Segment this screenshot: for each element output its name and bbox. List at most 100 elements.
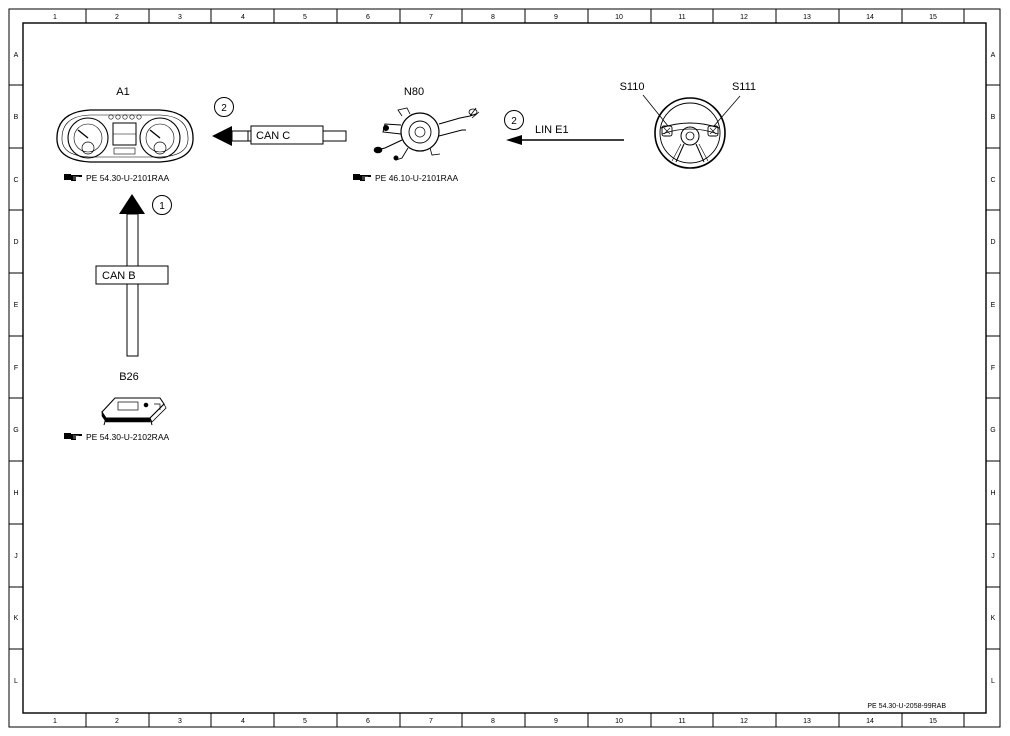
col-label: 14 [866,14,874,21]
marker-number: 2 [221,103,227,114]
marker-can-b: 1 [152,195,172,215]
col-label: 8 [491,718,495,725]
col-label: 9 [554,14,558,21]
row-ruler [9,84,1000,650]
col-label: 5 [303,718,307,725]
steering-wheel-icon [654,97,726,169]
bus-label-box-can-c [250,125,324,145]
leader-line-s110 [642,94,669,127]
row-label: E [14,302,19,309]
row-label: K [991,615,996,622]
inner-frame [22,22,987,714]
component-label-s111: S111 [732,81,756,93]
component-label-b26: B26 [119,371,139,383]
reference-a1[interactable]: PE 54.30-U-2101RAA [64,173,169,183]
col-label: 2 [115,718,119,725]
col-label: 11 [678,14,685,21]
bus-label-lin-e1: LIN E1 [535,124,569,136]
col-label: 7 [429,718,433,725]
reference-text-a1: PE 54.30-U-2101RAA [86,173,169,183]
row-label: J [991,553,995,560]
row-label: F [14,365,18,372]
col-label: 8 [491,14,495,21]
component-label-s110: S110 [620,81,645,93]
row-label: A [14,52,19,59]
col-label: 10 [615,718,623,725]
col-label: 2 [115,14,119,21]
bus-stub-can-c [231,130,249,142]
marker-can-c: 2 [214,97,234,117]
pointing-hand-icon [353,174,371,181]
marker-number: 2 [511,116,517,127]
component-steering-wheel[interactable]: S110 S111 [620,81,756,169]
column-ruler [85,9,965,727]
outer-frame [8,8,1001,728]
bus-label-box-can-b [95,265,169,285]
col-label: 10 [615,14,623,21]
row-label: H [990,490,995,497]
row-label: L [14,678,18,685]
sensor-module-icon [101,397,167,426]
component-n80[interactable]: N80 PE 46.10-U-2101RAA [353,86,480,183]
bus-label-can-c: CAN C [256,130,290,142]
col-label: 6 [366,718,370,725]
row-label: E [991,302,996,309]
instrument-cluster-icon [56,109,194,163]
reference-n80[interactable]: PE 46.10-U-2101RAA [353,173,458,183]
row-label: L [991,678,995,685]
col-label: 15 [929,14,937,21]
col-label: 1 [53,14,57,21]
row-label: G [990,427,995,434]
col-label: 4 [241,14,245,21]
reference-text-b26: PE 54.30-U-2102RAA [86,432,169,442]
pointing-hand-icon [64,174,82,181]
row-label: B [14,114,19,121]
row-labels-left: A B C D E F G H J K L [13,52,18,685]
col-label: 3 [178,718,182,725]
bus-label-can-b: CAN B [102,270,136,282]
column-labels-top: 1 2 3 4 5 6 7 8 9 10 11 12 13 14 15 [53,14,937,21]
col-label: 14 [866,718,874,725]
marker-number: 1 [159,201,165,212]
document-id: PE 54.30-U-2058-99RAB [867,703,946,710]
col-label: 7 [429,14,433,21]
col-label: 4 [241,718,245,725]
reference-text-n80: PE 46.10-U-2101RAA [375,173,458,183]
col-label: 6 [366,14,370,21]
connection-lin-e1[interactable]: LIN E1 2 [504,110,625,146]
component-label-a1: A1 [116,86,129,98]
row-label: K [14,615,19,622]
col-label: 12 [740,14,748,21]
row-label: C [13,177,18,184]
leader-line-s111 [713,95,741,127]
connection-can-b[interactable]: CAN B 1 [95,194,172,357]
col-label: 5 [303,14,307,21]
row-label: A [991,52,996,59]
arrow-head-can-b [119,194,145,214]
col-label: 13 [803,14,811,21]
steering-column-module-icon [373,107,480,161]
row-label: J [14,553,18,560]
col-label: 15 [929,718,937,725]
row-label: H [13,490,18,497]
marker-lin-e1: 2 [504,110,524,130]
col-label: 11 [678,718,685,725]
component-label-n80: N80 [404,86,424,98]
arrow-head-can-c [212,126,232,146]
component-b26[interactable]: B26 PE 54.30-U-2102RAA [64,371,169,442]
row-labels-right: A B C D E F G H J K L [990,52,995,685]
col-label: 3 [178,14,182,21]
col-label: 9 [554,718,558,725]
arrow-head-lin-e1 [506,135,522,145]
row-label: G [13,427,18,434]
row-label: D [990,239,995,246]
col-label: 13 [803,718,811,725]
row-label: D [13,239,18,246]
component-a1[interactable]: A1 PE 54.30- [56,86,194,183]
reference-b26[interactable]: PE 54.30-U-2102RAA [64,432,169,442]
connection-can-c[interactable]: CAN C 2 [212,97,347,147]
pointing-hand-icon [64,433,82,440]
row-label: F [991,365,995,372]
row-label: C [990,177,995,184]
